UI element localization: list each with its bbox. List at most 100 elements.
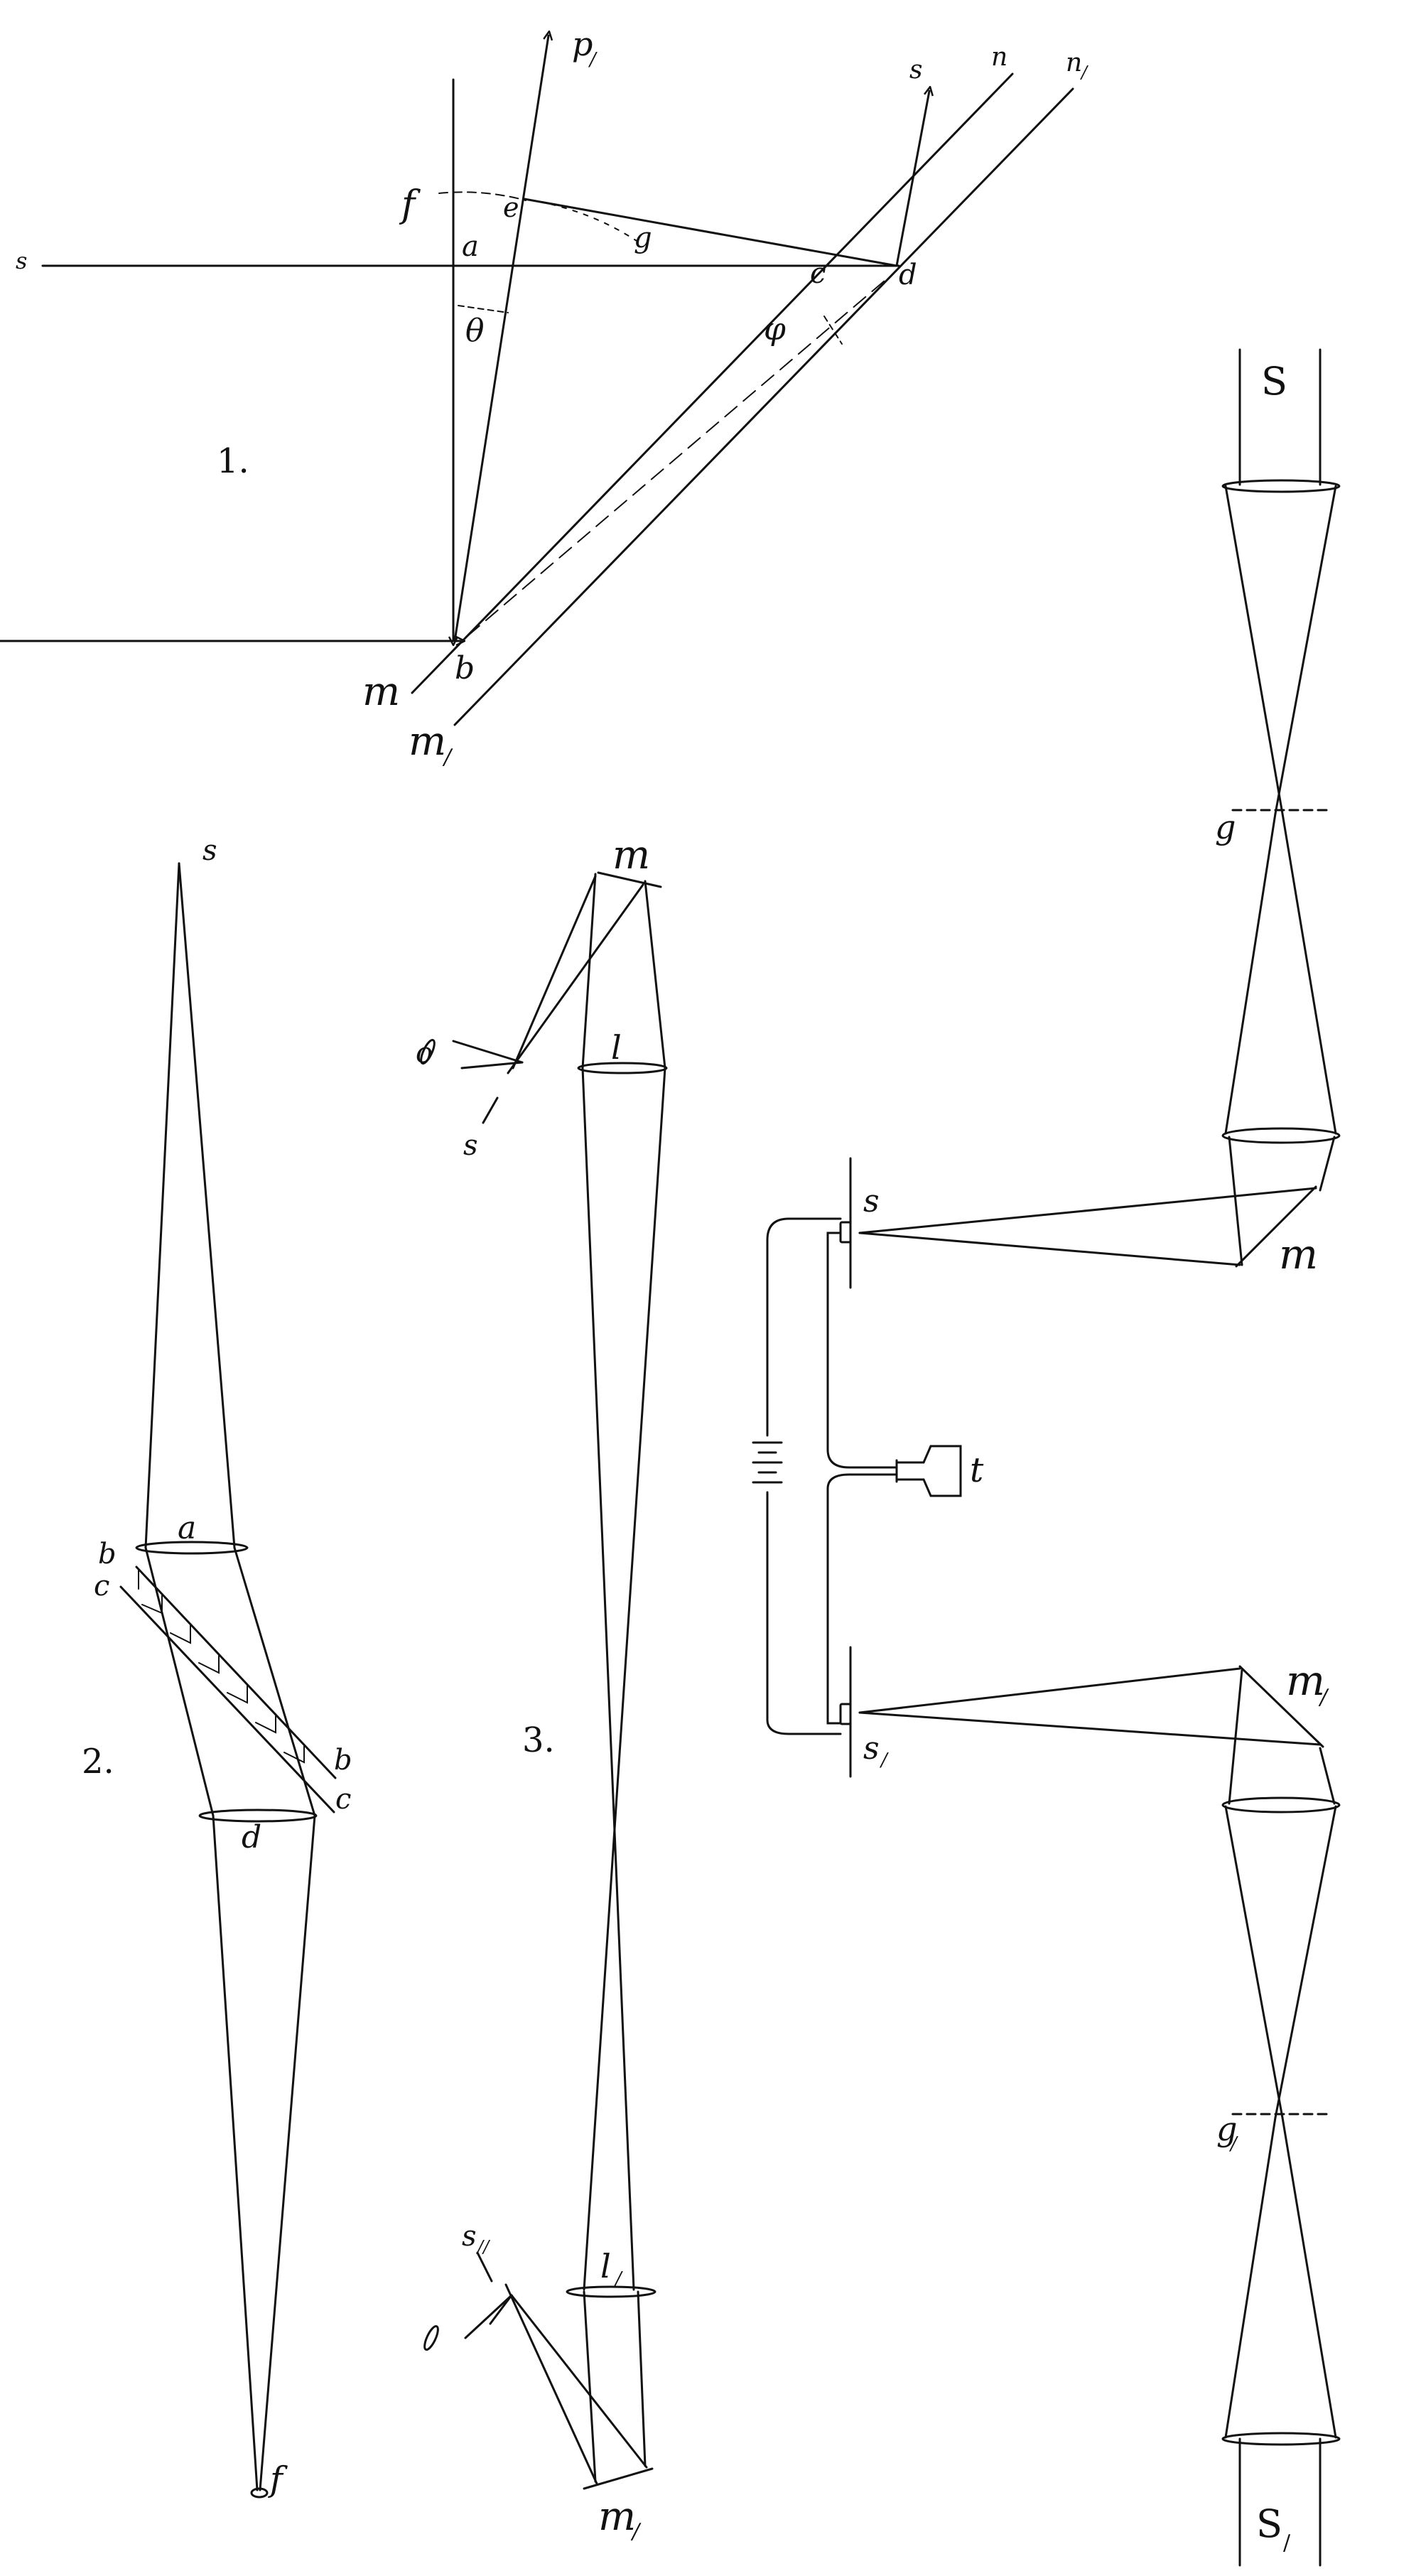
- fig1-label-n: n: [991, 43, 1007, 72]
- fig1-dashed-path: [467, 280, 885, 637]
- fig4-cone-c2: [1274, 1805, 1337, 2119]
- fig1-label-m: m: [362, 669, 400, 715]
- fig2-label-s: s: [202, 834, 217, 867]
- fig3-ray-to-o2-1: [464, 2294, 513, 2339]
- fig3-mirror-m1: [583, 2467, 654, 2490]
- fig3-ray-m-to-s-2: [507, 883, 644, 1074]
- fig2-plate-cc: [119, 1585, 335, 1814]
- fig4-label-m: m: [1279, 1230, 1318, 1278]
- fig4-lens-top: [1221, 479, 1341, 493]
- fig4-label-s1-sub: /: [879, 1750, 889, 1771]
- fig4-selenium-cell-s: [839, 1221, 852, 1244]
- fig3-label-l1: l: [600, 2247, 611, 2285]
- fig3-cross-left-down: [581, 1067, 635, 2291]
- fig2-label-a: a: [178, 1510, 196, 1546]
- fig2-beam-right: [233, 1546, 316, 1817]
- fig1-label-n1: n: [1066, 48, 1082, 77]
- fig2-lens-a: [135, 1541, 249, 1555]
- fig2-grating-steps: [138, 1570, 305, 1764]
- labels: 1. 2. 3. p / s n n / f e a g c d s θ φ b…: [16, 25, 1329, 2555]
- fig3-eye-o: [420, 1038, 436, 1065]
- fig4-cone-b1: [1224, 812, 1277, 1135]
- fig1-label-s-left: s: [16, 247, 27, 274]
- fig2-cone-left-top: [144, 862, 180, 1549]
- fig4-mirror-m: [1235, 1185, 1317, 1268]
- fig1-ray-p1: [453, 36, 549, 642]
- fig4-beam-to-m-2: [1319, 1136, 1336, 1192]
- fig4-ray-m-to-s-1: [858, 1187, 1317, 1234]
- fig4-selenium-cell-s1: [839, 1703, 852, 1725]
- fig2-label-b: b: [98, 1538, 117, 1570]
- fig1-label-d: d: [899, 259, 917, 291]
- fig4-cone-a1: [1224, 485, 1284, 815]
- figure-2: [119, 862, 337, 2499]
- fig4-cone-a2: [1274, 485, 1337, 815]
- fig3-label-s11-sub: //: [476, 2237, 491, 2257]
- fig1-arc-eg: [539, 201, 644, 246]
- fig1-label-p1-sub: /: [588, 49, 598, 70]
- fig1-label-s-out: s: [909, 55, 922, 85]
- fig4-ray-s1-to-m1-2: [858, 1711, 1322, 1746]
- fig4-beam-to-m-1: [1228, 1136, 1243, 1266]
- fig2-plate-bb: [135, 1565, 337, 1779]
- fig3-ray-m1-to-s11-2: [510, 2294, 648, 2469]
- fig3-label-m1: m: [598, 2494, 636, 2540]
- fig4-cone-b2: [1281, 812, 1337, 1135]
- fig4-wire-to-telephone: [826, 1232, 898, 1725]
- fig3-label-s11: s: [462, 2220, 477, 2253]
- fig4-lens-mid-bottom: [1221, 1796, 1341, 1814]
- fig4-label-t: t: [970, 1450, 984, 1490]
- fig3-label-m1-sub: /: [630, 2519, 642, 2544]
- fig4-label-g: g: [1215, 808, 1236, 846]
- fig4-label-S: S: [1261, 359, 1287, 404]
- fig4-label-s1: s: [863, 1730, 880, 1767]
- fig1-label-phi: φ: [764, 311, 786, 347]
- fig3-label-l: l: [611, 1028, 622, 1067]
- fig3-outer-left-bottom: [583, 2290, 597, 2483]
- fig4-lens-bottom: [1221, 2432, 1341, 2446]
- fig1-label-m1-sub: /: [442, 745, 453, 770]
- fig4-beam-from-m1-2: [1319, 1747, 1336, 1805]
- fig2-label-c2: c: [335, 1783, 351, 1816]
- fig3-lens-l: [577, 1062, 668, 1074]
- fig4-lens-mid-top: [1221, 1127, 1341, 1144]
- fig4-beam-from-m1-1: [1228, 1669, 1243, 1805]
- fig2-label-f: f: [268, 2459, 288, 2499]
- fig2-cone-right-bottom: [259, 1814, 316, 2491]
- fig1-ray-s: [895, 91, 929, 267]
- fig4-label-m1-sub: /: [1318, 1685, 1329, 1710]
- fig3-ray-m-to-s-1: [512, 875, 597, 1069]
- fig4-cone-c1: [1224, 1805, 1284, 2119]
- fig1-label-p1: p: [572, 25, 593, 63]
- fig4-label-s: s: [863, 1183, 880, 1219]
- fig4-cone-d2: [1281, 2116, 1337, 2439]
- fig3-outer-right-bottom: [637, 2290, 647, 2467]
- fig3-slit-s: [482, 1096, 499, 1124]
- fig4-label-m1: m: [1286, 1656, 1325, 1705]
- fig2-lens-d: [198, 1809, 318, 1823]
- fig2-focus-f: [250, 2487, 269, 2499]
- fig2-label-d: d: [242, 1819, 261, 1855]
- fig2-label-c: c: [94, 1570, 109, 1602]
- fig1-label-e: e: [503, 192, 519, 223]
- fig3-outer-left-top: [581, 873, 597, 1069]
- fig1-surface-m1n1: [453, 87, 1074, 726]
- fig2-beam-left: [144, 1546, 215, 1817]
- fig1-label-b: b: [455, 650, 475, 686]
- fig3-number: 3.: [522, 1720, 555, 1760]
- fig4-ray-s1-to-m1-1: [858, 1667, 1241, 1714]
- fig1-label-c: c: [810, 257, 826, 290]
- fig4-label-S1: S: [1256, 2501, 1282, 2546]
- fig1-label-f: f: [399, 183, 421, 226]
- fig3-label-m: m: [612, 832, 650, 878]
- figure-3: [420, 871, 668, 2490]
- fig1-surface-mn: [411, 72, 1014, 694]
- fig3-cross-right-down: [583, 1067, 666, 2291]
- fig4-label-S1-sub: /: [1283, 2531, 1291, 2555]
- fig1-phi-dash: [823, 316, 843, 345]
- fig4-battery-icon: [752, 1441, 783, 1484]
- fig1-theta-dash: [458, 305, 509, 313]
- fig3-lens-l1: [566, 2285, 657, 2298]
- fig3-eye-o2: [423, 2324, 439, 2351]
